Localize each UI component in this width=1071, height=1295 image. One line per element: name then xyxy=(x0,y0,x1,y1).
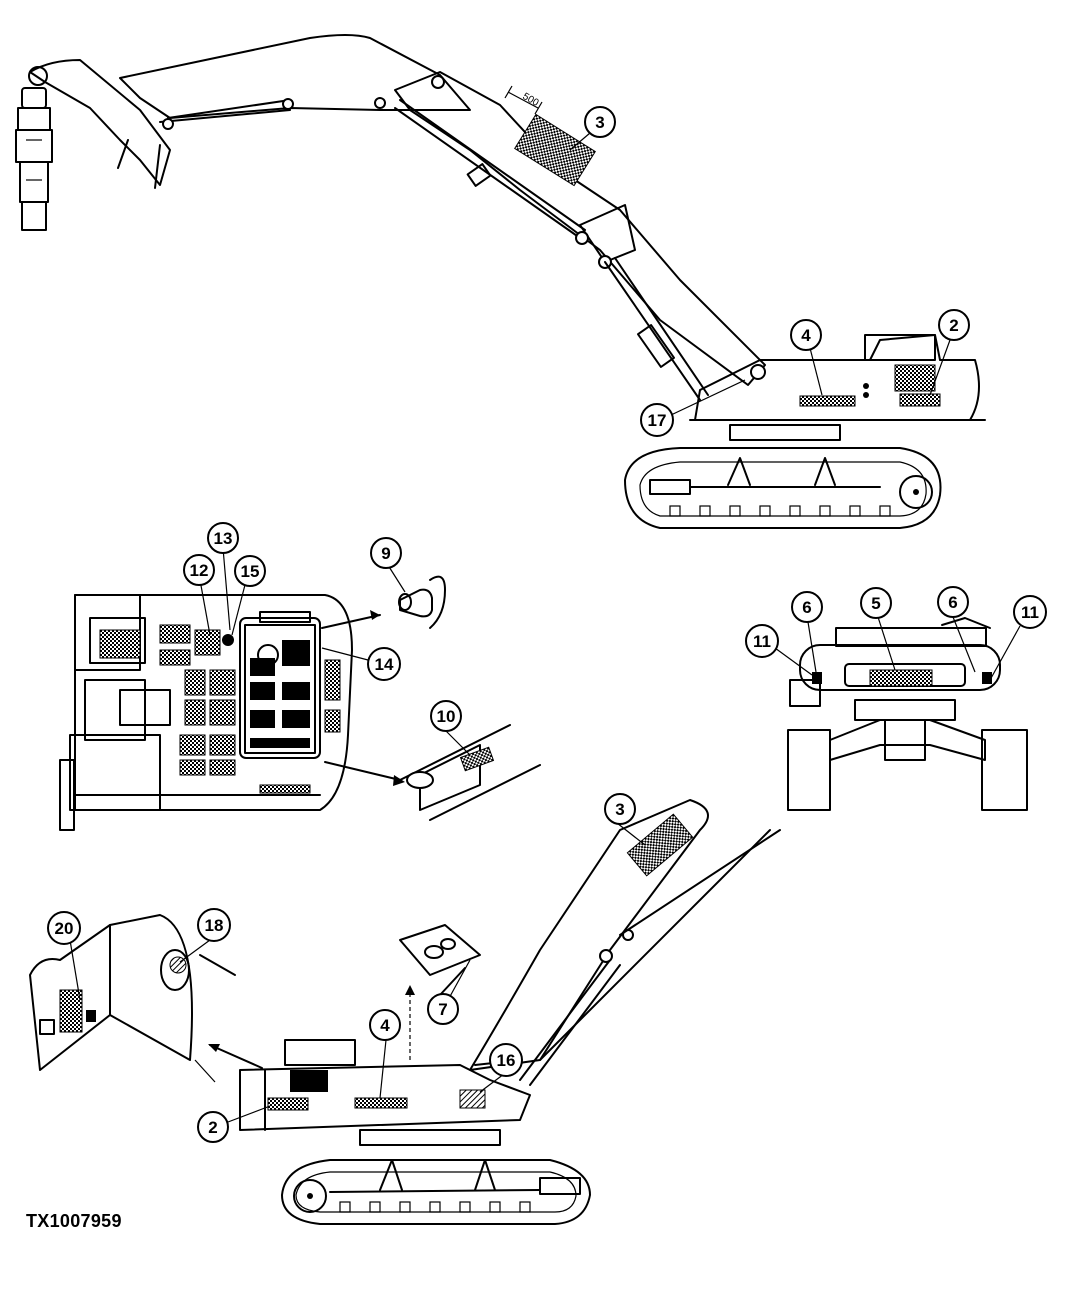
third-arm xyxy=(29,59,171,186)
fuel-cap-detail xyxy=(398,575,446,629)
callout-18-label: 18 xyxy=(205,916,224,935)
arrow-to-9 xyxy=(321,614,381,629)
arrow-to-10 xyxy=(324,761,401,781)
callout-3-top-label: 3 xyxy=(595,113,604,132)
callout-4-top-label: 4 xyxy=(801,326,811,345)
dimension-label: 500 xyxy=(521,91,541,109)
callout-16: 16 xyxy=(489,1043,523,1077)
callout-2-bottom-label: 2 xyxy=(208,1118,217,1137)
callout-20: 20 xyxy=(47,911,81,945)
callout-5: 5 xyxy=(860,587,892,619)
callout-2-top-label: 2 xyxy=(949,316,958,335)
top-machine-side-view: 500 xyxy=(15,34,986,529)
callout-12-label: 12 xyxy=(190,561,209,580)
boom xyxy=(394,71,766,386)
callout-12: 12 xyxy=(183,554,215,586)
undercarriage-top xyxy=(624,447,942,529)
callout-3-bottom-label: 3 xyxy=(615,800,624,819)
callout-6-right: 6 xyxy=(937,586,969,618)
callout-11-left-label: 11 xyxy=(753,632,771,651)
callout-9-label: 9 xyxy=(381,544,390,563)
callout-4-top: 4 xyxy=(790,319,822,351)
callout-3-bottom: 3 xyxy=(604,793,636,825)
hydraulic-tank-detail xyxy=(399,724,541,821)
callout-16-label: 16 xyxy=(497,1051,516,1070)
callout-11-left: 11 xyxy=(745,624,779,658)
callout-3-top: 3 xyxy=(584,106,616,138)
callout-7-label: 7 xyxy=(438,1000,447,1019)
warning-decal-block-top xyxy=(894,364,936,392)
link-bar xyxy=(117,139,129,169)
swing-bearing xyxy=(729,424,841,441)
callout-14: 14 xyxy=(367,647,401,681)
callout-17-label: 17 xyxy=(648,411,667,430)
grapple-attachment xyxy=(15,66,53,231)
stick xyxy=(119,34,471,119)
boom-decal-bottom xyxy=(626,813,694,877)
callout-9: 9 xyxy=(370,537,402,569)
callout-5-label: 5 xyxy=(871,594,880,613)
rear-view xyxy=(787,617,1028,811)
callout-6-left: 6 xyxy=(791,591,823,623)
callout-13: 13 xyxy=(207,522,239,554)
rear-panel-detail xyxy=(29,914,236,1083)
callout-4-bottom-label: 4 xyxy=(380,1016,390,1035)
callout-18: 18 xyxy=(197,908,231,942)
callout-15-label: 15 xyxy=(241,562,260,581)
callout-13-label: 13 xyxy=(214,529,233,548)
callout-11-right-label: 11 xyxy=(1021,603,1039,622)
callout-6-right-label: 6 xyxy=(948,593,957,612)
callout-7: 7 xyxy=(427,993,459,1025)
boom-decal-top xyxy=(514,113,596,187)
callout-10: 10 xyxy=(430,700,462,732)
callout-4-bottom: 4 xyxy=(369,1009,401,1041)
upper-structure-plan-view xyxy=(59,594,405,831)
engine-hood-outline xyxy=(239,617,321,759)
callout-2-top: 2 xyxy=(938,309,970,341)
cab-top xyxy=(864,334,936,361)
side-decal-top xyxy=(799,395,856,407)
bottom-machine-side-view xyxy=(208,799,781,1225)
leader-lines xyxy=(69,132,1021,1123)
figure-id: TX1007959 xyxy=(26,1211,122,1231)
callout-20-label: 20 xyxy=(55,919,74,938)
callout-6-left-label: 6 xyxy=(802,598,811,617)
decal-2-top xyxy=(899,393,941,407)
callout-2-bottom: 2 xyxy=(197,1111,229,1143)
callout-15: 15 xyxy=(234,555,266,587)
callout-10-label: 10 xyxy=(437,707,456,726)
callout-11-right: 11 xyxy=(1013,595,1047,629)
callout-17: 17 xyxy=(640,403,674,437)
callout-14-label: 14 xyxy=(375,655,394,674)
